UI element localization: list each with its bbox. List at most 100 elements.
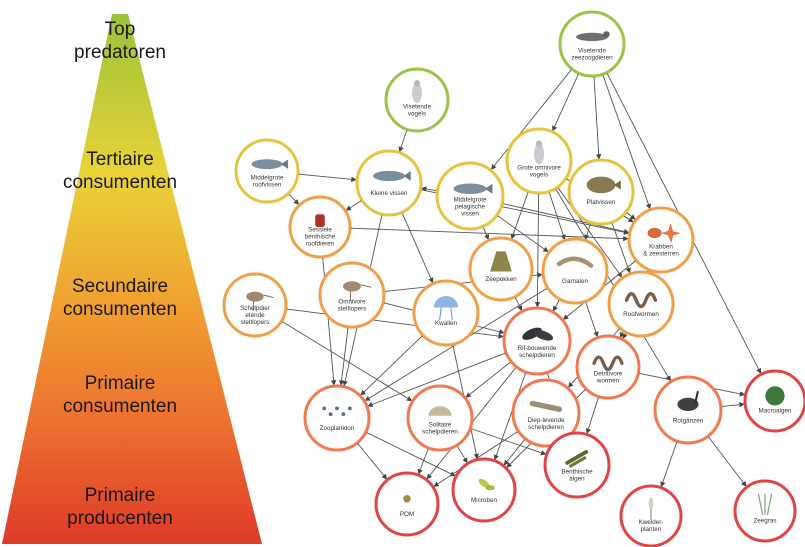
node-circle bbox=[575, 334, 641, 400]
feeding-link-omnivore-steltlopers-to-zooplankton bbox=[338, 326, 349, 386]
fish-icon bbox=[453, 183, 493, 195]
node-label: POM bbox=[400, 511, 414, 518]
node-rotganzen: Rotganzen bbox=[653, 375, 723, 445]
node-circle bbox=[627, 206, 695, 274]
level-label-primary-consumers: Primaire consumenten bbox=[62, 373, 178, 417]
node-circle bbox=[558, 10, 626, 78]
mussel-icon bbox=[522, 327, 554, 341]
feeding-link-rif-bouwende-schelpdieren-to-solitaire-schelpdieren bbox=[465, 361, 512, 398]
node-label: Roofwormen bbox=[623, 311, 659, 318]
node-circle bbox=[222, 272, 288, 338]
node-circle bbox=[435, 161, 505, 231]
node-label: Krabben& zeesterren bbox=[643, 244, 679, 258]
node-circle bbox=[406, 384, 474, 452]
node-zeepokken: Zeepokken bbox=[468, 236, 534, 302]
crab-icon bbox=[647, 223, 681, 244]
node-circle bbox=[303, 384, 371, 452]
node-label: Platvissen bbox=[587, 199, 616, 206]
feeding-link-grote-omnivore-vogels-to-garnalen bbox=[548, 191, 566, 241]
level-label-primary-producers: Primaire producenten bbox=[67, 485, 173, 529]
feeding-link-rotganzen-to-zeegras bbox=[707, 435, 747, 487]
node-circle bbox=[502, 306, 572, 376]
node-circle bbox=[234, 138, 300, 204]
worm-icon bbox=[592, 355, 624, 372]
feeding-link-grote-omnivore-vogels-to-roofwormen bbox=[557, 186, 623, 278]
node-circle bbox=[541, 237, 609, 305]
node-garnalen: Garnalen bbox=[541, 237, 609, 305]
node-circle bbox=[318, 261, 386, 329]
flatfish-icon bbox=[586, 176, 621, 194]
feeding-link-solitaire-schelpdieren-to-pom bbox=[417, 447, 429, 475]
fish-icon bbox=[373, 170, 411, 182]
node-circle bbox=[451, 457, 517, 523]
feeding-link-diep-levende-schelpdieren-to-microben bbox=[503, 438, 526, 466]
feeding-link-garnalen-to-detritivore-wormen bbox=[584, 301, 599, 338]
node-label: Macroalgen bbox=[759, 407, 792, 414]
feeding-link-rotganzen-to-macroalgen bbox=[720, 402, 745, 408]
feeding-link-rotganzen-to-kwelderplanten bbox=[660, 441, 678, 488]
feeding-link-sessiele-benthische-roofdieren-to-krabben-zeesterren bbox=[349, 227, 629, 242]
node-zooplankton: Zooplankton bbox=[303, 384, 371, 452]
feeding-link-solitaire-schelpdieren-to-benthische-algen bbox=[470, 427, 547, 456]
feeding-link-kwallen-to-zooplankton bbox=[360, 334, 424, 396]
node-krabben-zeesterren: Krabben& zeesterren bbox=[627, 206, 695, 274]
node-label: Zeegras bbox=[753, 517, 776, 524]
node-kleine-vissen: Kleine vissen bbox=[355, 149, 423, 217]
particle-icon bbox=[403, 495, 411, 503]
shell-icon bbox=[428, 406, 452, 416]
feeding-link-grote-omnivore-vogels-to-rif-bouwende-schelpdieren bbox=[534, 192, 541, 308]
node-circle bbox=[374, 471, 440, 537]
razor-clam-icon bbox=[529, 400, 563, 412]
feeding-link-zooplankton-to-microben bbox=[365, 431, 456, 477]
feeding-link-platvissen-to-roofwormen bbox=[611, 221, 631, 274]
plankton-icon bbox=[322, 406, 352, 417]
feeding-link-visetende-vogels-to-kleine-vissen bbox=[398, 129, 408, 153]
level-label-top-predators: Top predatoren bbox=[74, 19, 166, 63]
feeding-link-zooplankton-to-pom bbox=[356, 442, 388, 480]
feeding-link-solitaire-schelpdieren-to-microben bbox=[456, 445, 468, 464]
node-circle bbox=[607, 270, 675, 338]
feeding-link-zeepokken-to-rif-bouwende-schelpdieren bbox=[514, 296, 523, 312]
feeding-link-rif-bouwende-schelpdieren-to-microben bbox=[493, 371, 527, 461]
feeding-link-kleine-vissen-to-kwallen bbox=[401, 212, 434, 284]
feeding-link-detritivore-wormen-to-benthische-algen bbox=[585, 396, 600, 435]
node-macroalgen: Macroalgen bbox=[743, 369, 805, 433]
node-label: Zeepokken bbox=[485, 276, 517, 283]
feeding-link-visetende-zeezoogdieren-to-grote-omnivore-vogels bbox=[552, 72, 580, 132]
feeding-link-platvissen-to-krabben-zeesterren bbox=[625, 211, 636, 220]
feeding-link-schelpdier-etende-steltlopers-to-solitaire-schelpdieren bbox=[281, 320, 413, 402]
feeding-link-middelgrote-pelagische-vissen-to-garnalen bbox=[496, 214, 549, 253]
fish-icon bbox=[251, 159, 289, 170]
node-circle bbox=[412, 279, 480, 347]
seagrass-icon bbox=[757, 493, 773, 516]
pyramid-triangle bbox=[2, 14, 262, 544]
node-label: Kwallen bbox=[435, 320, 458, 327]
wader-icon bbox=[343, 281, 372, 301]
feeding-link-visetende-zeezoogdieren-to-krabben-zeesterren bbox=[602, 74, 651, 210]
level-label-secondary-consumers: Secundaire consumenten bbox=[62, 276, 178, 320]
node-label: Microben bbox=[471, 497, 497, 504]
node-label: Kleine vissen bbox=[370, 190, 408, 197]
feeding-link-grote-omnivore-vogels-to-rotganzen bbox=[555, 188, 671, 382]
